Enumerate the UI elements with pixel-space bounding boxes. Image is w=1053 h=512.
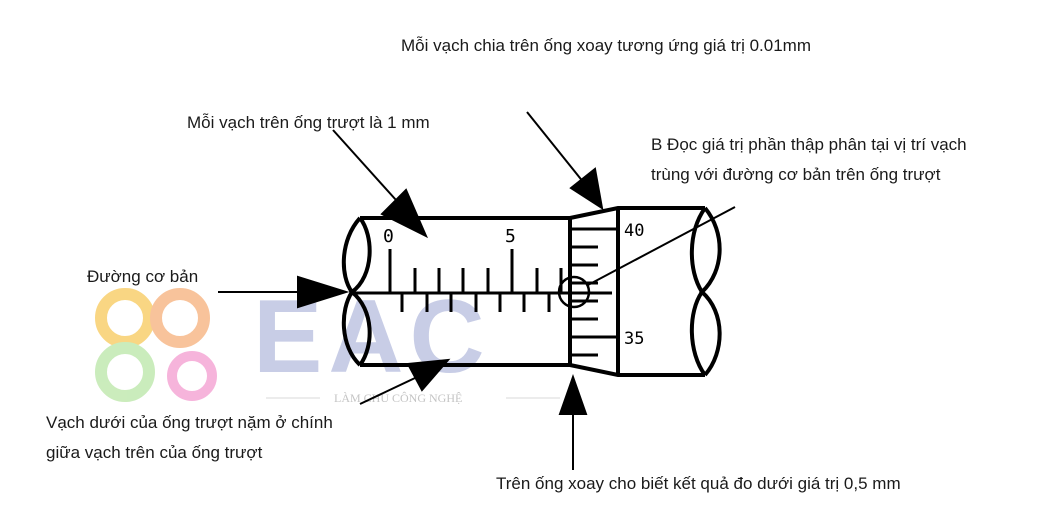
watermark-ring-pink [167, 351, 217, 401]
watermark-ring-yellow [95, 288, 155, 348]
thimble-35-mark: 35 [624, 329, 644, 349]
watermark-tagline: LÀM CHỦ CÔNG NGHỆ [334, 391, 462, 405]
watermark-logo [95, 288, 217, 402]
lower-marks-label-line2: giữa vạch trên của ống trượt [46, 443, 263, 462]
watermark-ring-green [95, 342, 155, 402]
spindle-division-label: Mỗi vạch chia trên ống xoay tương ứng gi… [401, 36, 811, 55]
arrow-sleeve-division-head [380, 188, 429, 239]
thimble-result-label: Trên ống xoay cho biết kết quả đo dưới g… [496, 474, 901, 493]
sleeve-upper-ticks [388, 249, 563, 293]
arrow-lower-marks-shaft [359, 377, 416, 405]
thimble-40-mark: 40 [624, 221, 644, 241]
sleeve-division-label: Mỗi vạch trên ống trượt là 1 mm [187, 113, 430, 132]
arrow-thimble-result-head [558, 373, 588, 415]
thimble [568, 206, 722, 377]
arrow-baseline-head [297, 275, 350, 309]
watermark-eac-text: EAC [253, 279, 491, 395]
reading-point-label-line1: B Đọc giá trị phần thập phân tại vị trí … [651, 135, 967, 154]
arrow-spindle-division-head [569, 167, 604, 211]
sleeve-five-mark: 5 [505, 226, 516, 247]
reading-point-circle [557, 275, 591, 309]
baseline-label: Đường cơ bản [87, 267, 199, 286]
reading-point-label-line2: trùng với đường cơ bản trên ống trượt [651, 165, 941, 184]
arrow-sleeve-division-shaft [332, 129, 397, 201]
lower-marks-label-line1: Vạch dưới của ống trượt nặm ở chính [46, 413, 333, 432]
reading-point-pointer [587, 206, 736, 286]
sleeve-lower-ticks [400, 293, 551, 312]
sleeve-zero-mark: 0 [383, 226, 394, 247]
arrow-lower-marks-head [406, 358, 451, 392]
arrow-spindle-division-shaft [526, 111, 585, 184]
annotation-arrows [218, 111, 604, 470]
watermark-ring-orange [150, 288, 210, 348]
